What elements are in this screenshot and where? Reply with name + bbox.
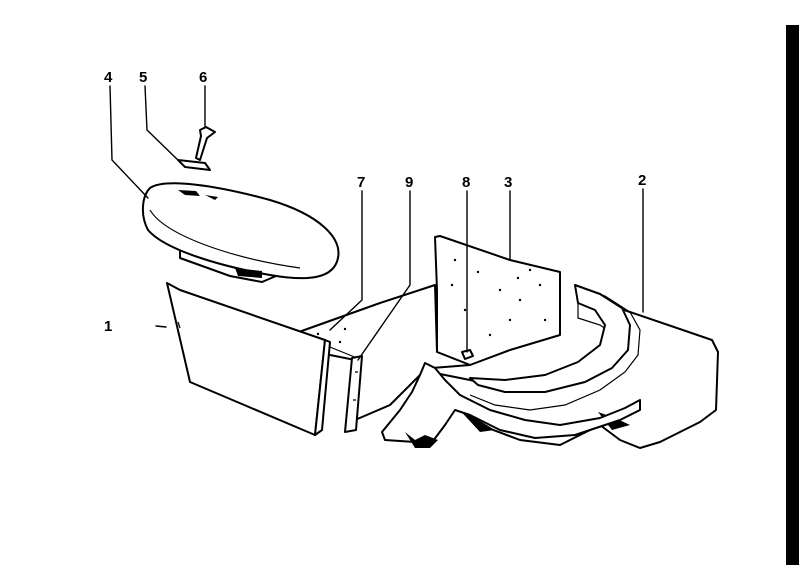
callout-8: 8 — [462, 174, 470, 191]
part-6-hook-clip — [195, 126, 216, 161]
callout-1: 1 — [104, 318, 112, 335]
part-1-side-board — [166, 282, 331, 436]
part-4-seat-cushion — [142, 182, 340, 283]
leader-lines — [109, 85, 644, 361]
callout-3: 3 — [504, 174, 512, 191]
callout-5: 5 — [139, 69, 147, 86]
callout-9: 9 — [405, 174, 413, 191]
callout-7: 7 — [357, 174, 365, 191]
part-9-side-strip — [344, 355, 363, 433]
part-5-bracket — [177, 159, 211, 171]
page-edge-bar — [786, 25, 799, 565]
callout-6: 6 — [199, 69, 207, 86]
part-wheel-arch-section — [381, 362, 641, 448]
part-3-rear-panel — [434, 235, 561, 366]
callout-2: 2 — [638, 172, 646, 189]
callout-4: 4 — [104, 69, 113, 86]
